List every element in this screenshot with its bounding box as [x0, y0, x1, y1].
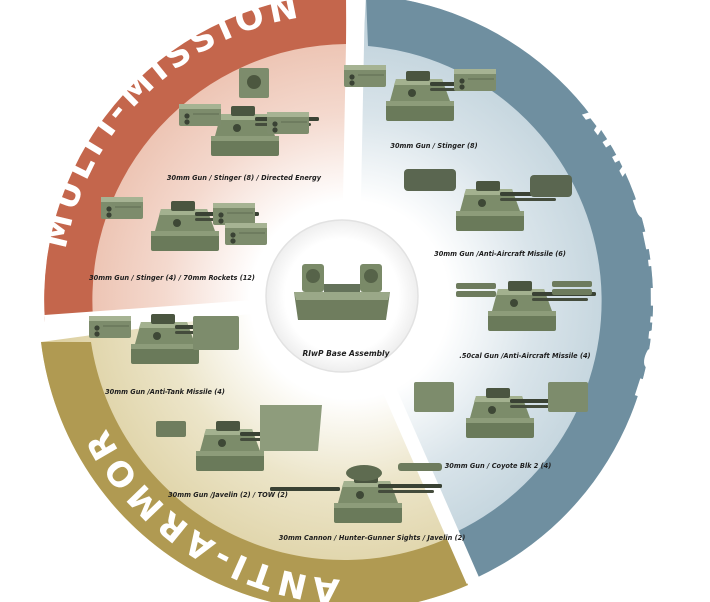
caption-aa3: 30mm Cannon / Hunter-Gunner Sights / Jav… — [279, 534, 465, 542]
turret-ad3 — [456, 281, 596, 331]
caption-ad1: 30mm Gun / Stinger (8) — [390, 142, 477, 150]
caption-mm1: 30mm Gun / Stinger (8) / Directed Energy — [167, 174, 322, 182]
band-multi-mission — [44, 0, 346, 322]
turret-ad4 — [414, 382, 588, 438]
center-label: RIwP Base Assembly — [302, 349, 390, 358]
caption-ad4: 30mm Gun / Coyote Blk 2 (4) — [445, 462, 552, 470]
caption-mm2: 30mm Gun / Stinger (4) / 70mm Rockets (1… — [89, 274, 255, 282]
caption-aa2: 30mm Gun /Javelin (2) / TOW (2) — [168, 491, 288, 499]
turret-mm1 — [178, 68, 319, 156]
turret-aa2 — [156, 405, 322, 471]
turret-ad2 — [404, 169, 572, 231]
caption-ad2: 30mm Gun /Anti-Aircraft Missile (6) — [434, 250, 566, 258]
band-anti-armor — [41, 342, 468, 602]
turret-aa3 — [270, 463, 442, 523]
band-air-defense — [366, 0, 654, 577]
turret-aa1 — [88, 314, 239, 364]
caption-ad3: .50cal Gun /Anti-Aircraft Missile (4) — [459, 352, 590, 360]
caption-aa1: 30mm Gun /Anti-Tank Missile (4) — [105, 388, 225, 396]
